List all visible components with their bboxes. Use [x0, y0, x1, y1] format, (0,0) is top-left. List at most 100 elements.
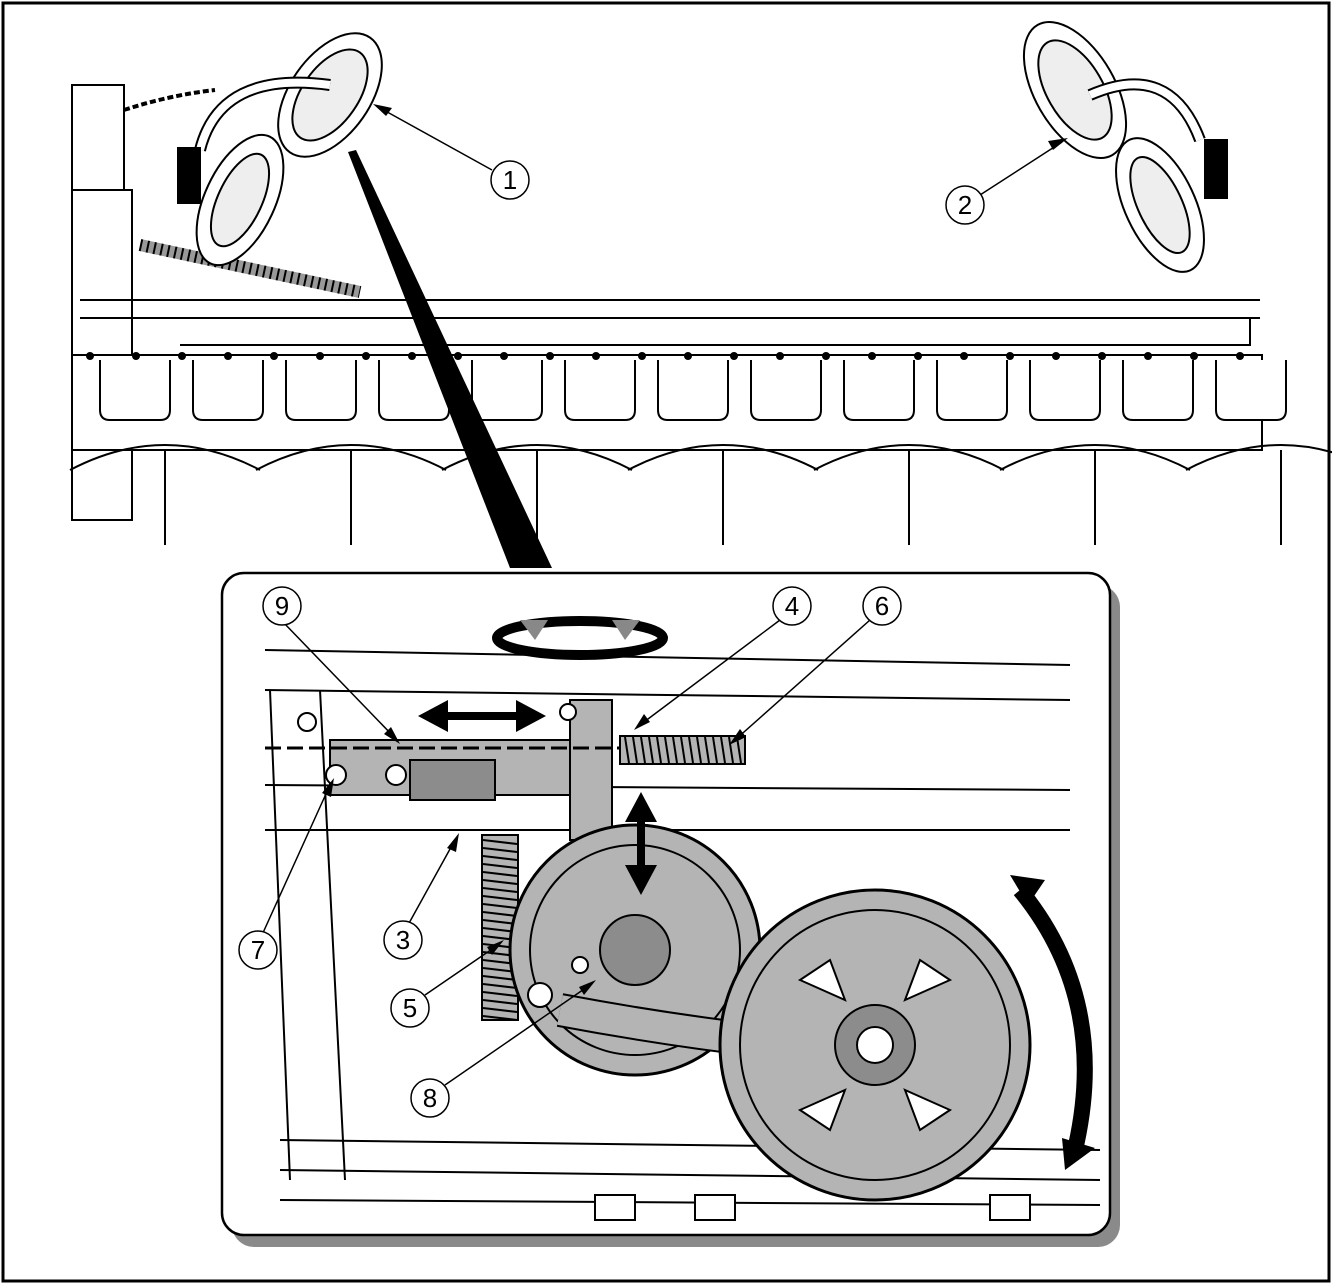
spring-coil — [688, 736, 694, 764]
spring-coil — [482, 863, 518, 869]
spring-coil — [704, 736, 710, 764]
callout-3: 3 — [383, 833, 459, 960]
callout-9: 9 — [262, 586, 400, 744]
spring-coil — [648, 736, 654, 764]
cutter-disc-edge — [627, 444, 819, 471]
cutter-drum — [192, 360, 264, 421]
spring-coil — [482, 991, 518, 997]
cutter-bolt — [454, 352, 462, 360]
cutter-bolt — [270, 352, 278, 360]
spring-coil — [632, 736, 638, 764]
spring-coil — [482, 1007, 518, 1013]
callout-label-4: 4 — [785, 591, 799, 621]
cutter-bolt — [1144, 352, 1152, 360]
cutter-drum — [1122, 360, 1194, 421]
cutter-drum — [936, 360, 1008, 421]
cutter-bolt — [86, 352, 94, 360]
callout-1: 1 — [373, 104, 530, 200]
arrow-rotation — [492, 616, 668, 660]
cutter-disc-edge — [1185, 444, 1332, 471]
spring-coil — [624, 736, 630, 764]
spring-coil — [712, 736, 718, 764]
spring-coil — [482, 903, 518, 909]
cutter-bolt — [362, 352, 370, 360]
cutter-bolt — [408, 352, 416, 360]
spring-coil — [482, 975, 518, 981]
cutter-bar — [69, 352, 1332, 545]
spring-coil — [482, 983, 518, 989]
cutter-bolt — [822, 352, 830, 360]
lift-disc-1 — [177, 32, 383, 267]
cutter-drum — [750, 360, 822, 421]
callout-label-8: 8 — [423, 1083, 437, 1113]
cutter-drum — [657, 360, 729, 421]
cutter-disc-edge — [69, 444, 261, 471]
callout-label-5: 5 — [403, 993, 417, 1023]
callout-label-3: 3 — [396, 925, 410, 955]
cutter-bolt — [638, 352, 646, 360]
spring-coil — [736, 736, 742, 764]
cutter-bolt — [592, 352, 600, 360]
cutter-bolt — [914, 352, 922, 360]
cutter-drum — [564, 360, 636, 421]
cutter-bolt — [1006, 352, 1014, 360]
cutter-disc-edge — [999, 444, 1191, 471]
spring-coil — [656, 736, 662, 764]
spring-coil — [482, 839, 518, 845]
cutter-bolt — [500, 352, 508, 360]
spring-coil — [720, 736, 726, 764]
spring-coil — [482, 871, 518, 877]
spring-coil — [728, 736, 734, 764]
cutter-bolt — [730, 352, 738, 360]
spring-coil — [664, 736, 670, 764]
cutter-bolt — [1190, 352, 1198, 360]
cutter-bolt — [960, 352, 968, 360]
cutter-drum — [1215, 360, 1287, 421]
spring-coil — [482, 1015, 518, 1021]
callout-label-7: 7 — [251, 935, 265, 965]
cutter-drum — [843, 360, 915, 421]
cutter-drum — [1029, 360, 1101, 421]
cutter-bolt — [132, 352, 140, 360]
cutter-bolt — [868, 352, 876, 360]
spring-coil — [672, 736, 678, 764]
spring-coil — [482, 999, 518, 1005]
callout-2: 2 — [945, 138, 1068, 225]
cutter-disc-edge — [813, 444, 1005, 471]
spring-coil — [680, 736, 686, 764]
detail-pointer — [348, 150, 552, 568]
callout-4: 4 — [634, 586, 812, 730]
callout-label-9: 9 — [275, 591, 289, 621]
spring-coil — [482, 919, 518, 925]
callout-8: 8 — [410, 980, 596, 1118]
cutter-bolt — [1236, 352, 1244, 360]
cutter-bolt — [1052, 352, 1060, 360]
cutter-bolt — [224, 352, 232, 360]
lift-disc-2 — [1022, 21, 1228, 273]
cutter-drum — [285, 360, 357, 421]
cutter-drum — [99, 360, 171, 421]
cutter-disc-edge — [255, 444, 447, 471]
spring-coil — [482, 879, 518, 885]
spring-coil — [482, 847, 518, 853]
cutter-drum — [471, 360, 543, 421]
detail-content — [264, 616, 1101, 1221]
arrow-curved — [1010, 875, 1095, 1170]
callout-7: 7 — [238, 778, 334, 970]
cutter-bolt — [684, 352, 692, 360]
callout-label-1: 1 — [503, 165, 517, 195]
front-wheel — [718, 888, 1032, 1202]
arrow-vertical — [625, 792, 657, 895]
callout-5: 5 — [390, 940, 504, 1028]
cutter-bolt — [1098, 352, 1106, 360]
cutter-bolt — [546, 352, 554, 360]
spring-coil — [482, 855, 518, 861]
cutter-bolt — [776, 352, 784, 360]
spring-coil — [696, 736, 702, 764]
callout-label-6: 6 — [875, 591, 889, 621]
callout-6: 6 — [729, 586, 902, 745]
callout-label-2: 2 — [958, 190, 972, 220]
arrow-horizontal — [418, 700, 546, 732]
